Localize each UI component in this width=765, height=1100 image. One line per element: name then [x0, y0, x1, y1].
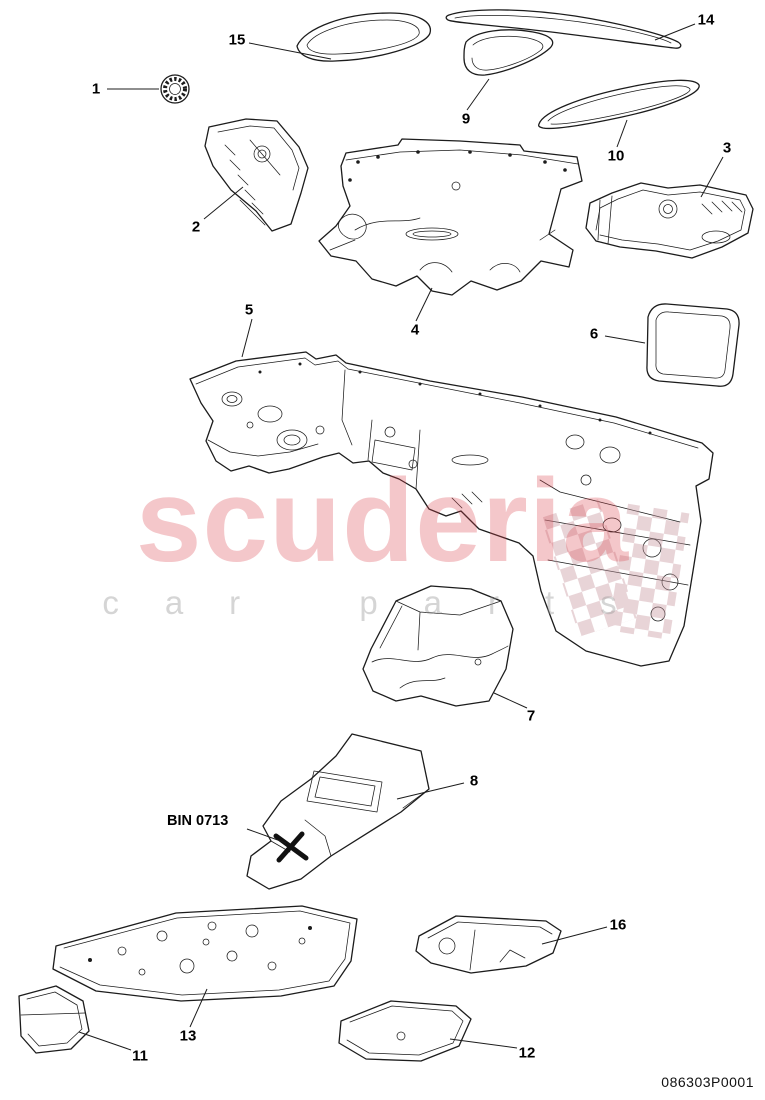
callout-label-5: 5 — [244, 301, 254, 319]
part-4-firewall-insulation — [318, 138, 583, 296]
part-14-seal — [445, 9, 682, 49]
part-10-seal — [537, 79, 700, 130]
callout-label-9: 9 — [461, 110, 471, 128]
callout-label-8: 8 — [469, 772, 479, 790]
part-12-panel — [338, 1000, 472, 1062]
part-9-seal — [463, 29, 554, 76]
checker-flag-watermark — [541, 499, 690, 640]
part-6-pad — [646, 303, 740, 387]
callout-label-13: 13 — [179, 1027, 197, 1045]
callout-label-1: 1 — [91, 80, 101, 98]
callout-label-4: 4 — [410, 321, 420, 339]
part-7-tunnel-insulation — [362, 585, 514, 707]
callout-label-12: 12 — [518, 1044, 536, 1062]
callout-label-15: 15 — [228, 31, 246, 49]
callout-label-11: 11 — [132, 1047, 148, 1065]
callout-label-16: 16 — [609, 916, 627, 934]
part-3-bracket — [585, 182, 754, 259]
callout-label-10: 10 — [607, 147, 625, 165]
leader-lines — [78, 23, 724, 1051]
part-13-floor-panel — [52, 905, 358, 1002]
part-15-seal — [296, 12, 431, 62]
part-2-bracket — [204, 118, 309, 232]
bin-code-label: BIN 0713 — [167, 813, 229, 829]
part-11-panel — [18, 985, 90, 1054]
document-number: 086303P0001 — [661, 1074, 754, 1090]
part-16-floor-panel — [415, 915, 562, 974]
callout-label-6: 6 — [589, 325, 599, 343]
part-1-grommet — [160, 74, 190, 104]
callout-label-14: 14 — [697, 11, 715, 29]
callout-label-7: 7 — [526, 707, 536, 725]
callout-label-3: 3 — [722, 139, 732, 157]
callout-label-2: 2 — [191, 218, 201, 236]
